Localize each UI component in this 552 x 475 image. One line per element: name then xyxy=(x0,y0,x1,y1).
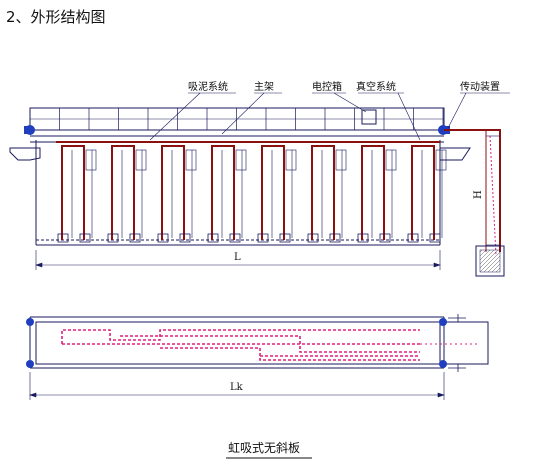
label-main-frame: 主架 xyxy=(254,81,274,93)
plan-pipe-layout xyxy=(61,329,480,361)
siphon-tube xyxy=(107,145,147,243)
inlet-channel xyxy=(9,147,41,161)
dimension-lk-label: Lk xyxy=(230,382,244,393)
siphon-tube xyxy=(207,145,247,243)
dimension-l xyxy=(35,250,441,270)
drive-wheel-left xyxy=(24,125,35,135)
siphon-tube xyxy=(57,145,97,243)
outlet-channel xyxy=(440,147,471,161)
siphon-tube xyxy=(157,145,197,243)
label-suction-system: 吸泥系统 xyxy=(188,80,228,93)
section-heading: 2、外形结构图 xyxy=(6,8,106,26)
label-vacuum-system: 真空系统 xyxy=(356,80,396,93)
dimension-h-label: H xyxy=(473,190,484,199)
outlet-well xyxy=(475,245,505,277)
label-control-box: 电控箱 xyxy=(312,80,342,93)
plan-wheel-br xyxy=(439,360,447,368)
drawing-caption: 虹吸式无斜板 xyxy=(228,441,300,455)
siphon-tube xyxy=(357,145,397,243)
plan-tank xyxy=(35,321,489,365)
drive-device xyxy=(444,129,505,277)
dimension-l-label: L xyxy=(234,252,241,263)
siphon-tubes xyxy=(56,141,447,243)
dimension-h xyxy=(486,135,500,246)
plan-wheel-tr xyxy=(439,318,447,326)
control-box xyxy=(361,109,377,125)
plan-wheel-tl xyxy=(26,318,34,326)
siphon-tube xyxy=(307,145,347,243)
plan-wheel-bl xyxy=(26,360,34,368)
dimension-lk xyxy=(29,372,445,400)
plan-view xyxy=(29,316,489,369)
siphon-tube xyxy=(257,145,297,243)
siphon-tube xyxy=(407,145,447,243)
label-drive-device: 传动装置 xyxy=(460,80,500,93)
elevation-view xyxy=(9,107,471,246)
